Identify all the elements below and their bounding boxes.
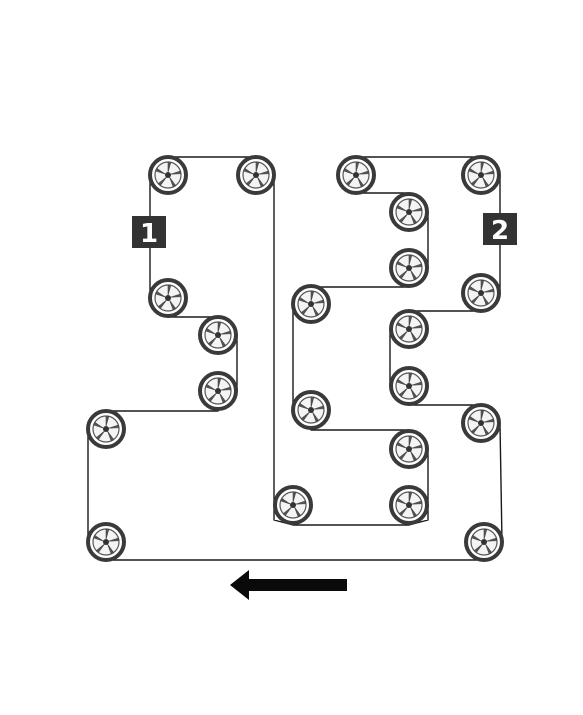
label-1-text: 1 bbox=[140, 219, 158, 249]
spoked-wheel-icon bbox=[336, 155, 376, 195]
spoked-wheel-icon bbox=[461, 273, 501, 313]
spoked-wheel-icon bbox=[389, 248, 429, 288]
spoked-wheel-icon bbox=[389, 429, 429, 469]
label-2-text: 2 bbox=[491, 216, 509, 246]
spoked-wheel-icon bbox=[291, 284, 331, 324]
spoked-wheel-icon bbox=[198, 315, 238, 355]
spoked-wheel-icon bbox=[389, 485, 429, 525]
label-2: 2 bbox=[483, 213, 517, 246]
spoked-wheel-icon bbox=[461, 403, 501, 443]
spoked-wheel-icon bbox=[198, 371, 238, 411]
spoked-wheel-icon bbox=[389, 309, 429, 349]
spoked-wheel-icon bbox=[464, 522, 504, 562]
spoked-wheel-icon bbox=[86, 522, 126, 562]
arrow-left-icon bbox=[230, 570, 347, 600]
spoked-wheel-icon bbox=[389, 366, 429, 406]
spoked-wheel-icon bbox=[148, 278, 188, 318]
pulley-wheels bbox=[86, 155, 504, 562]
spoked-wheel-icon bbox=[461, 155, 501, 195]
spoked-wheel-icon bbox=[236, 155, 276, 195]
spoked-wheel-icon bbox=[86, 409, 126, 449]
label-2-box bbox=[483, 213, 517, 245]
label-1: 1 bbox=[132, 216, 166, 249]
spoked-wheel-icon bbox=[148, 155, 188, 195]
spoked-wheel-icon bbox=[291, 390, 331, 430]
label-1-box bbox=[132, 216, 166, 248]
spoked-wheel-icon bbox=[273, 485, 313, 525]
spoked-wheel-icon bbox=[389, 192, 429, 232]
